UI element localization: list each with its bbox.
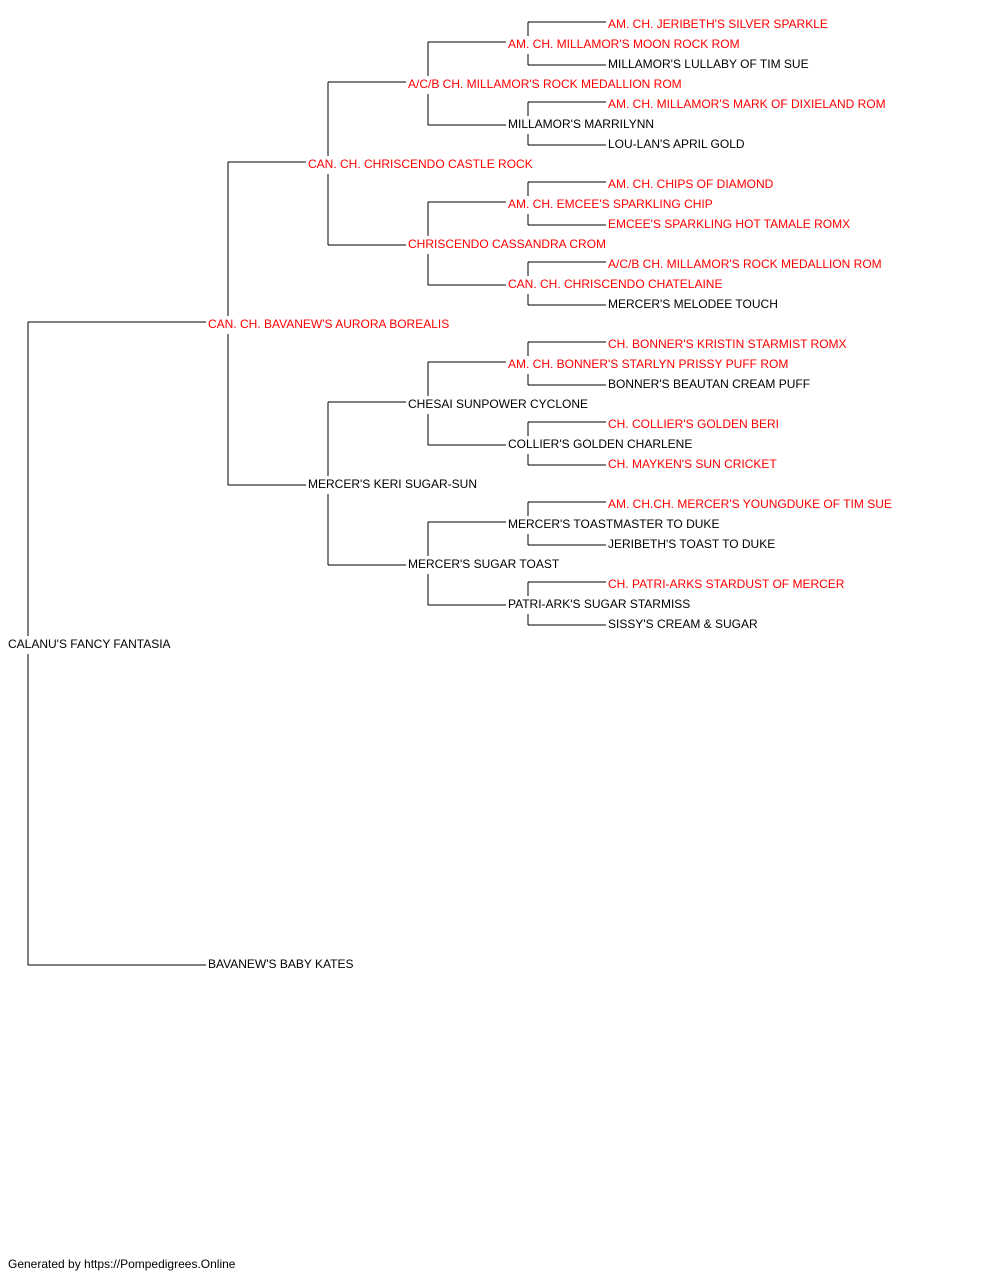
subject-sire-sire-dam-dam-name: CAN. CH. CHRISCENDO CHATELAINE <box>508 277 725 291</box>
subject-sire-dam-dam-dam-sire-name: CH. PATRI-ARKS STARDUST OF MERCER <box>608 577 847 591</box>
subject-sire-sire-sire-dam-dam-name: LOU-LAN'S APRIL GOLD <box>608 137 747 151</box>
subject-sire-dam-dam-sire-dam-name: JERIBETH'S TOAST TO DUKE <box>608 537 778 551</box>
subject-sire-sire-name: CAN. CH. CHRISCENDO CASTLE ROCK <box>308 157 535 171</box>
subject-sire-sire-sire-dam-name: MILLAMOR'S MARRILYNN <box>508 117 657 131</box>
subject-sire-dam-sire-dam-name: COLLIER'S GOLDEN CHARLENE <box>508 437 695 451</box>
subject-sire-dam-dam-sire-name: MERCER'S TOASTMASTER TO DUKE <box>508 517 722 531</box>
subject-sire-sire-sire-sire-sire-name: AM. CH. JERIBETH'S SILVER SPARKLE <box>608 17 830 31</box>
subject-sire-sire-dam-name: CHRISCENDO CASSANDRA CROM <box>408 237 609 251</box>
subject-sire-sire-sire-name: A/C/B CH. MILLAMOR'S ROCK MEDALLION ROM <box>408 77 684 91</box>
subject-sire-sire-sire-sire-dam-name: MILLAMOR'S LULLABY OF TIM SUE <box>608 57 811 71</box>
subject-sire-dam-sire-sire-name: AM. CH. BONNER'S STARLYN PRISSY PUFF ROM <box>508 357 791 371</box>
subject-name: CALANU'S FANCY FANTASIA <box>8 637 173 651</box>
subject-sire-dam-dam-sire-sire-name: AM. CH.CH. MERCER'S YOUNGDUKE OF TIM SUE <box>608 497 894 511</box>
subject-sire-dam-name: MERCER'S KERI SUGAR-SUN <box>308 477 479 491</box>
subject-sire-dam-sire-dam-dam-name: CH. MAYKEN'S SUN CRICKET <box>608 457 779 471</box>
subject-sire-sire-sire-sire-name: AM. CH. MILLAMOR'S MOON ROCK ROM <box>508 37 742 51</box>
subject-dam-name: BAVANEW'S BABY KATES <box>208 957 356 971</box>
subject-sire-dam-sire-sire-dam-name: BONNER'S BEAUTAN CREAM PUFF <box>608 377 813 391</box>
subject-sire-sire-dam-sire-sire-name: AM. CH. CHIPS OF DIAMOND <box>608 177 776 191</box>
subject-sire-dam-sire-name: CHESAI SUNPOWER CYCLONE <box>408 397 591 411</box>
subject-sire-name: CAN. CH. BAVANEW'S AURORA BOREALIS <box>208 317 452 331</box>
generator-credit: Generated by https://Pompedigrees.Online <box>8 1257 236 1271</box>
subject-sire-sire-dam-sire-dam-name: EMCEE'S SPARKLING HOT TAMALE ROMX <box>608 217 853 231</box>
subject-sire-dam-sire-dam-sire-name: CH. COLLIER'S GOLDEN BERI <box>608 417 781 431</box>
subject-sire-dam-sire-sire-sire-name: CH. BONNER'S KRISTIN STARMIST ROMX <box>608 337 849 351</box>
subject-sire-sire-sire-dam-sire-name: AM. CH. MILLAMOR'S MARK OF DIXIELAND ROM <box>608 97 888 111</box>
subject-sire-dam-dam-name: MERCER'S SUGAR TOAST <box>408 557 562 571</box>
subject-sire-sire-dam-dam-sire-name: A/C/B CH. MILLAMOR'S ROCK MEDALLION ROM <box>608 257 884 271</box>
subject-sire-dam-dam-dam-dam-name: SISSY'S CREAM & SUGAR <box>608 617 760 631</box>
subject-sire-sire-dam-sire-name: AM. CH. EMCEE'S SPARKLING CHIP <box>508 197 715 211</box>
subject-sire-sire-dam-dam-dam-name: MERCER'S MELODEE TOUCH <box>608 297 780 311</box>
subject-sire-dam-dam-dam-name: PATRI-ARK'S SUGAR STARMISS <box>508 597 693 611</box>
